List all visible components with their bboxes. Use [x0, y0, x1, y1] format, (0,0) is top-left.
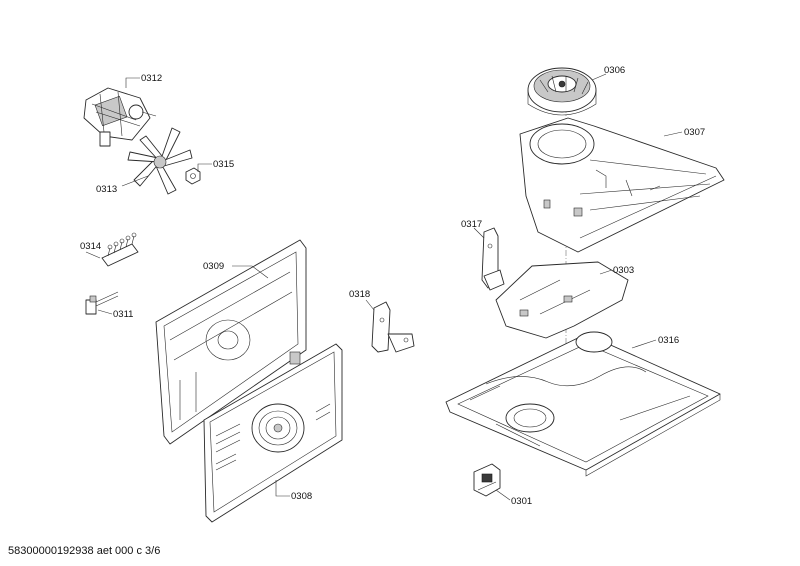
part-0315-nut — [185, 167, 201, 185]
document-reference: 58300000192938 aet 000 c 3/6 — [8, 545, 161, 557]
label-0317: 0317 — [461, 219, 482, 230]
label-0306: 0306 — [604, 65, 625, 76]
part-0311-sensor — [85, 291, 119, 315]
leader-0301: 0301 — [495, 489, 532, 507]
label-0308: 0308 — [291, 491, 312, 502]
part-0316-base-plate — [445, 331, 721, 477]
leader-0317: 0317 — [461, 219, 485, 239]
leader-0306: 0306 — [591, 65, 625, 81]
leader-0303: 0303 — [599, 265, 634, 276]
label-0312: 0312 — [141, 73, 162, 84]
leader-0314: 0314 — [80, 241, 101, 259]
part-0307-housing — [519, 117, 725, 253]
leader-0312: 0312 — [125, 73, 162, 88]
label-0314: 0314 — [80, 241, 101, 252]
leader-0307: 0307 — [663, 127, 705, 138]
label-0301: 0301 — [511, 496, 532, 507]
leader-0313: 0313 — [96, 175, 149, 195]
label-0311: 0311 — [113, 309, 133, 320]
label-0318: 0318 — [349, 289, 370, 300]
label-0313: 0313 — [96, 184, 117, 195]
part-0306-fan-wheel — [527, 67, 597, 116]
part-0312-fan-motor — [83, 87, 157, 147]
leader-0311: 0311 — [97, 309, 133, 320]
label-0315: 0315 — [213, 159, 234, 170]
part-0314-terminal-block — [101, 232, 139, 267]
label-0309: 0309 — [203, 261, 224, 272]
label-0307: 0307 — [684, 127, 705, 138]
part-0301-clip — [473, 463, 501, 497]
leader-0308: 0308 — [275, 480, 312, 502]
part-0318-bracket — [371, 301, 415, 353]
leader-0318: 0318 — [349, 289, 375, 311]
leader-0316: 0316 — [631, 335, 679, 349]
part-0308-fan-cover-panel — [203, 343, 343, 523]
part-0313-fan-blade — [127, 127, 193, 195]
part-0317-support — [481, 227, 505, 291]
part-0309-rear-panel — [155, 239, 307, 445]
leader-0309: 0309 — [203, 261, 269, 279]
leader-0315: 0315 — [197, 159, 234, 172]
part-0303-insulation-mat — [495, 261, 629, 339]
label-0303: 0303 — [613, 265, 634, 276]
label-0316: 0316 — [658, 335, 679, 346]
